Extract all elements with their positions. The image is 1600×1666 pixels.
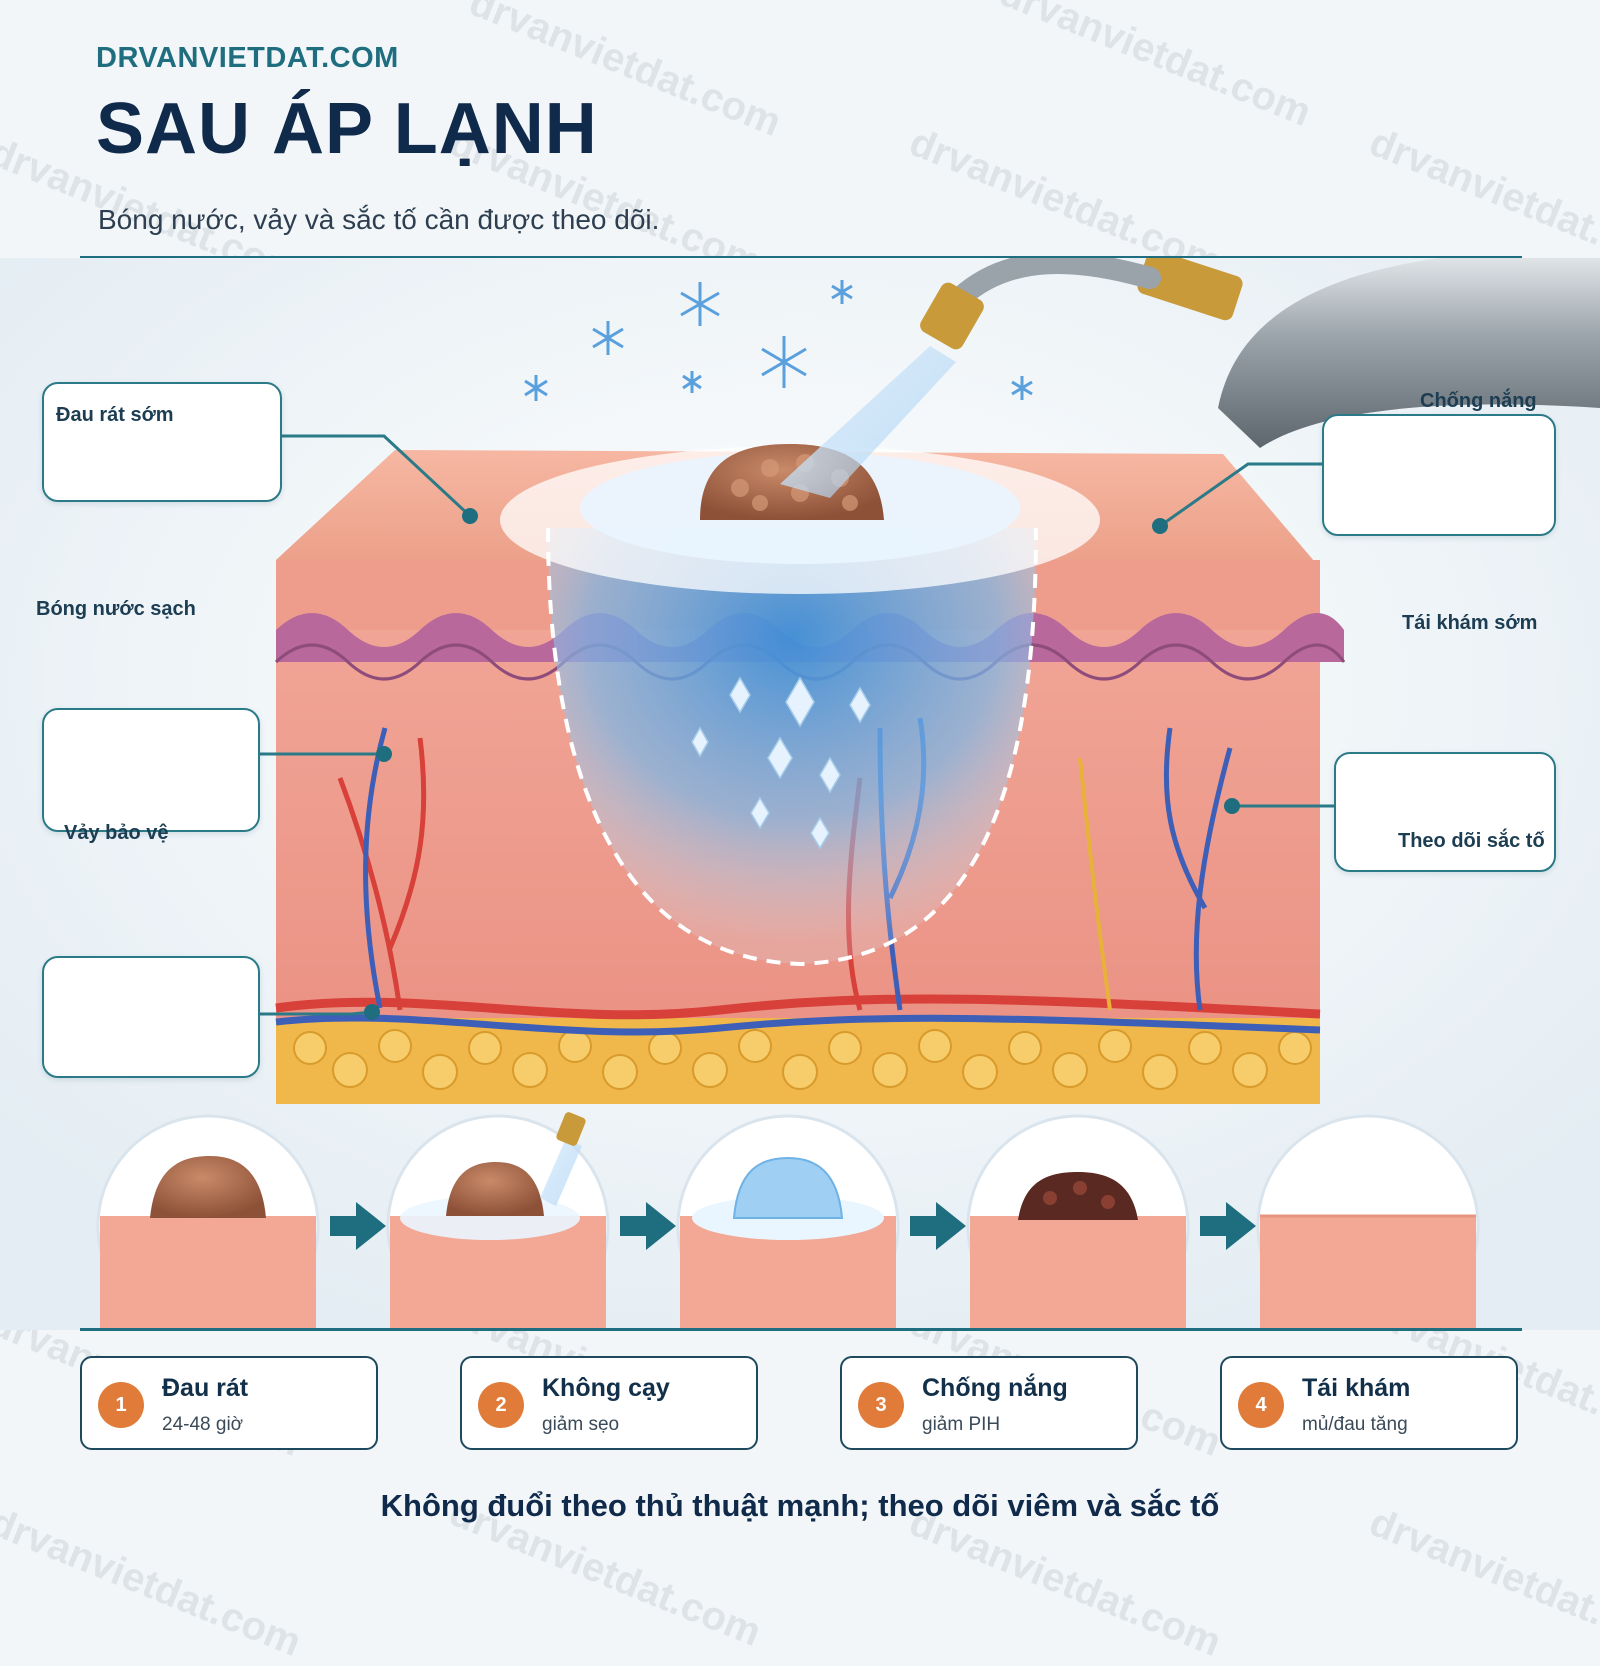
callout-label-right-1: Chống nắng xyxy=(1420,390,1537,412)
step-number-badge: 2 xyxy=(478,1382,524,1428)
page-title: SAU ÁP LẠNH xyxy=(96,89,598,169)
step-subtitle: giảm PIH xyxy=(922,1414,1001,1435)
arrow-right-icon xyxy=(910,1202,966,1250)
steps-divider xyxy=(80,1328,1522,1331)
step-card-4: 4 Tái khám mủ/đau tăng xyxy=(1220,1356,1518,1450)
brand-name: DRVANVIETDAT.COM xyxy=(96,42,399,74)
nozzle xyxy=(920,282,984,350)
snowflake-icon xyxy=(680,282,720,326)
step-subtitle: mủ/đau tăng xyxy=(1302,1414,1408,1435)
cryo-spray-device xyxy=(780,258,1600,498)
healing-stages xyxy=(96,1112,1480,1330)
callout-box-right-2 xyxy=(1334,752,1556,872)
footer-message: Không đuổi theo thủ thuật mạnh; theo dõi… xyxy=(380,1488,1220,1523)
callout-box-left-3 xyxy=(42,956,260,1078)
page-subtitle: Bóng nước, vảy và sắc tố cần được theo d… xyxy=(98,204,660,235)
callout-label-right-2: Tái khám sớm xyxy=(1402,612,1538,634)
stage-circle-2 xyxy=(386,1112,610,1330)
freeze-boundary xyxy=(546,527,1038,967)
step-title: Không cạy xyxy=(542,1374,670,1402)
step-title: Tái khám xyxy=(1302,1374,1411,1402)
snowflake-icon xyxy=(761,336,807,388)
step-number-badge: 4 xyxy=(1238,1382,1284,1428)
callout-label-right-3: Theo dõi sắc tố xyxy=(1398,830,1545,852)
step-card-1: 1 Đau rát 24-48 giờ xyxy=(80,1356,378,1450)
arrow-right-icon xyxy=(330,1202,386,1250)
freeze-zone xyxy=(548,528,1036,964)
skin-cryotherapy-illustration xyxy=(0,258,1600,1330)
snowflake-group xyxy=(524,280,1033,401)
arrow-right-icon xyxy=(620,1202,676,1250)
snowflake-icon xyxy=(524,375,548,401)
arrow-right-icon xyxy=(1200,1202,1256,1250)
watermark: drvanvietdat.com xyxy=(0,1500,308,1665)
step-title: Chống nắng xyxy=(922,1374,1068,1402)
basal-layer xyxy=(276,613,1344,662)
step-title: Đau rát xyxy=(162,1374,249,1402)
watermark: drvanvietdat.com xyxy=(903,1500,1228,1665)
snowflake-icon xyxy=(682,371,702,393)
stage-circle-3 xyxy=(676,1114,900,1330)
canister xyxy=(1218,258,1600,448)
skin-block xyxy=(274,444,1346,1104)
callout-label-left-2: Bóng nước sạch xyxy=(36,598,196,620)
step-card-3: 3 Chống nắng giảm PIH xyxy=(840,1356,1138,1450)
snowflake-icon xyxy=(831,280,853,304)
step-number-badge: 1 xyxy=(98,1382,144,1428)
stage-circle-1 xyxy=(96,1114,320,1330)
step-subtitle: giảm sẹo xyxy=(542,1414,620,1435)
stage-circle-4 xyxy=(966,1114,1190,1330)
step-number-badge: 3 xyxy=(858,1382,904,1428)
snowflake-icon xyxy=(1011,376,1033,400)
snowflake-icon xyxy=(592,321,624,355)
callout-box-left-1 xyxy=(42,382,282,502)
watermark: drvanvietdat.com xyxy=(1363,1500,1600,1665)
stage-circle-5 xyxy=(1256,1114,1480,1330)
header-divider xyxy=(80,256,1522,259)
callout-label-left-3: Vảy bảo vệ xyxy=(64,822,169,844)
step-subtitle: 24-48 giờ xyxy=(162,1414,244,1435)
cryogen-spray xyxy=(780,346,956,498)
brass-valve xyxy=(1137,258,1243,321)
callout-box-right-1 xyxy=(1322,414,1556,536)
callout-box-left-2 xyxy=(42,708,260,832)
spray-tube xyxy=(949,258,1161,309)
callout-label-left-1: Đau rát sớm xyxy=(56,404,174,426)
watermark: drvanvietdat.com xyxy=(993,0,1318,135)
step-card-2: 2 Không cạy giảm sẹo xyxy=(460,1356,758,1450)
